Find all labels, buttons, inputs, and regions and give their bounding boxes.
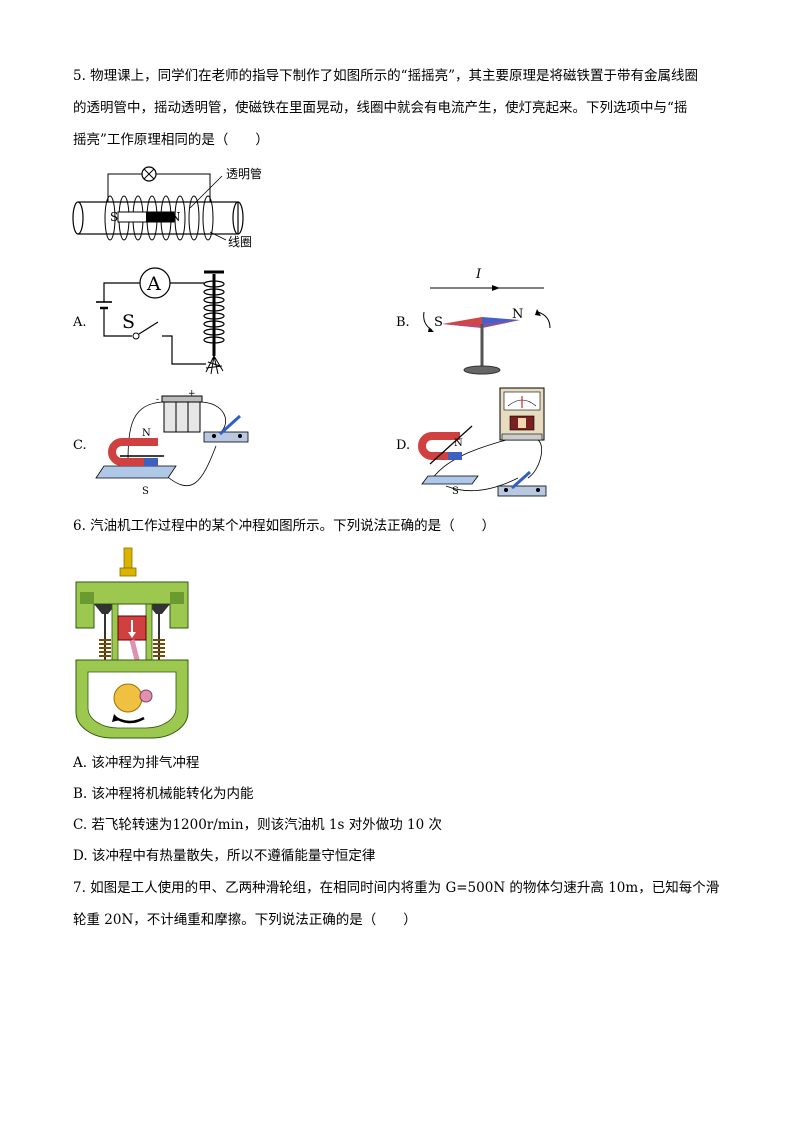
engine-cylinder-figure [75,547,189,739]
q5-line-2: 的透明管中，摇动透明管，使磁铁在里面晃动，线圈中就会有电流产生，使灯亮起来。下列… [73,100,688,116]
current-label: I [475,267,482,282]
q5-option-a-label: A. [73,315,87,330]
option-c-n-label: N [142,428,151,439]
q5-option-d-label: D. [396,438,411,453]
option-d-n-label: N [454,438,463,449]
option-d-s-label: S [452,486,459,497]
ammeter-label: A [146,273,161,295]
q6-stem: 6. 汽油机工作过程中的某个冲程如图所示。下列说法正确的是（ ） [73,518,496,534]
shake-light-figure: S N 透明管 线圈 [72,166,262,249]
q7-line-2: 轮重 20N，不计绳重和摩擦。下列说法正确的是（ ） [73,912,417,928]
q5-line-1: 5. 物理课上，同学们在老师的指导下制作了如图所示的“摇摇亮”，其主要原理是将磁… [73,68,698,84]
compass-n-label: N [512,307,523,322]
option-b-oersted-figure: I S N [423,267,551,375]
q5-option-b-label: B. [396,315,410,330]
option-c-motor-figure: - + N S [95,389,249,497]
svg-text:-: - [156,395,159,405]
option-c-s-label: S [142,486,149,497]
q6-option-b: B. 该冲程将机械能转化为内能 [73,786,254,802]
q6-option-a: A. 该冲程为排气冲程 [73,755,200,771]
q5-fig-s-label: S [110,210,118,224]
q7-line-1: 7. 如图是工人使用的甲、乙两种滑轮组，在相同时间内将重为 G=500N 的物体… [73,880,720,896]
coil-label: 线圈 [228,235,252,249]
q6-option-d: D. 该冲程中有热量散失，所以不遵循能量守恒定律 [73,848,376,864]
svg-text:+: + [188,389,196,399]
option-a-electromagnet-figure: A S [96,267,225,375]
option-d-generator-figure: N S [418,387,547,497]
tube-label: 透明管 [226,166,262,181]
q5-fig-n-label: N [170,210,181,224]
q6-option-c: C. 若飞轮转速为1200r/min，则该汽油机 1s 对外做功 10 次 [73,817,442,833]
switch-label: S [122,311,135,333]
compass-s-label: S [434,315,443,330]
q5-option-c-label: C. [73,438,87,453]
q5-line-3: 摇亮”工作原理相同的是（ ） [73,132,269,148]
